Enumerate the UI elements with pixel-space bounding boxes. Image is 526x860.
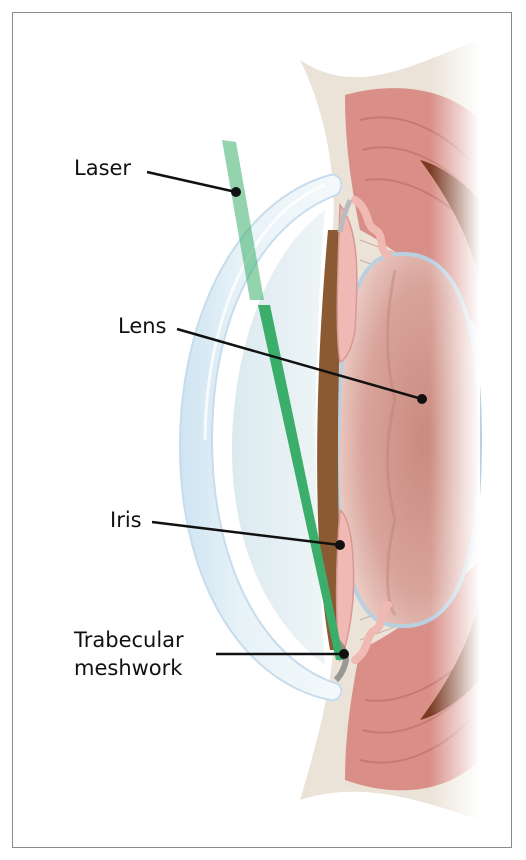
label-trabecular-line1: Trabecular <box>74 628 184 653</box>
label-laser: Laser <box>74 156 131 181</box>
label-trabecular-line2: meshwork <box>74 656 182 681</box>
label-lens: Lens <box>118 314 167 339</box>
laser-leader <box>147 172 236 192</box>
label-iris: Iris <box>110 508 142 533</box>
